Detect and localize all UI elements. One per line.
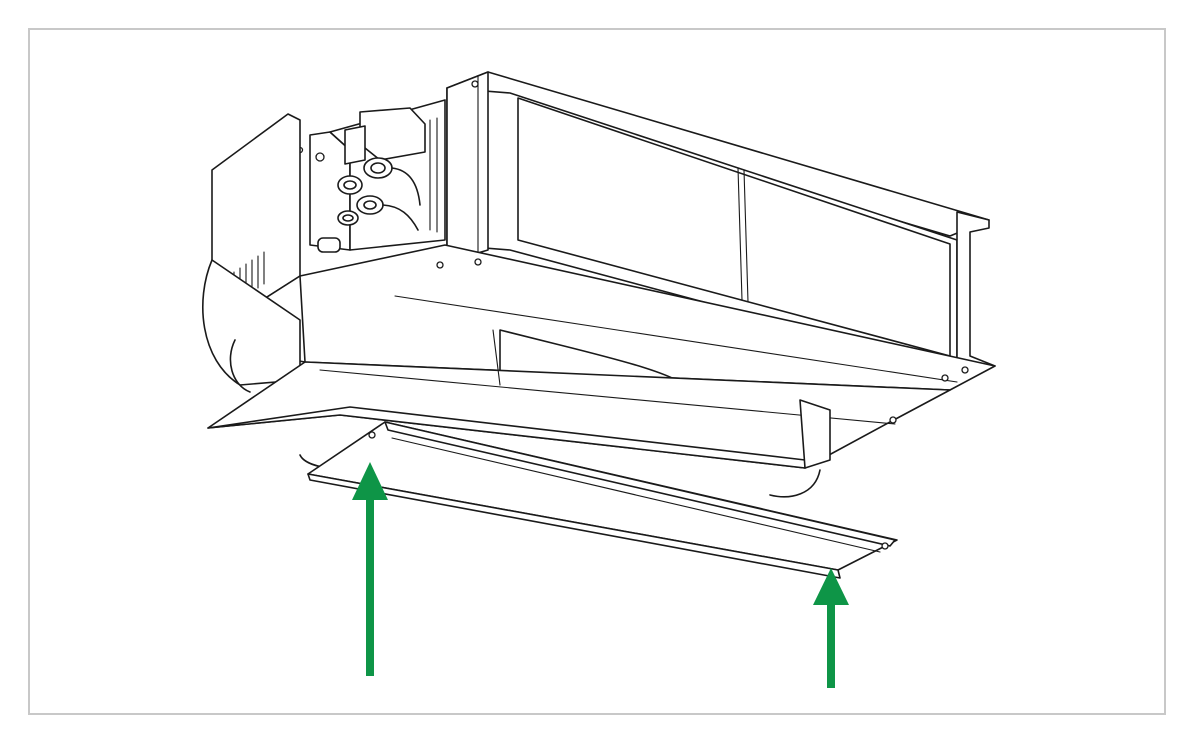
base-housing bbox=[299, 244, 996, 391]
up-arrow-left bbox=[352, 462, 388, 676]
unit-cabinet bbox=[446, 71, 996, 371]
up-arrow-right bbox=[813, 568, 849, 688]
access-panel bbox=[307, 421, 898, 579]
valve-assembly bbox=[296, 99, 446, 253]
bottom-tray bbox=[207, 329, 951, 469]
